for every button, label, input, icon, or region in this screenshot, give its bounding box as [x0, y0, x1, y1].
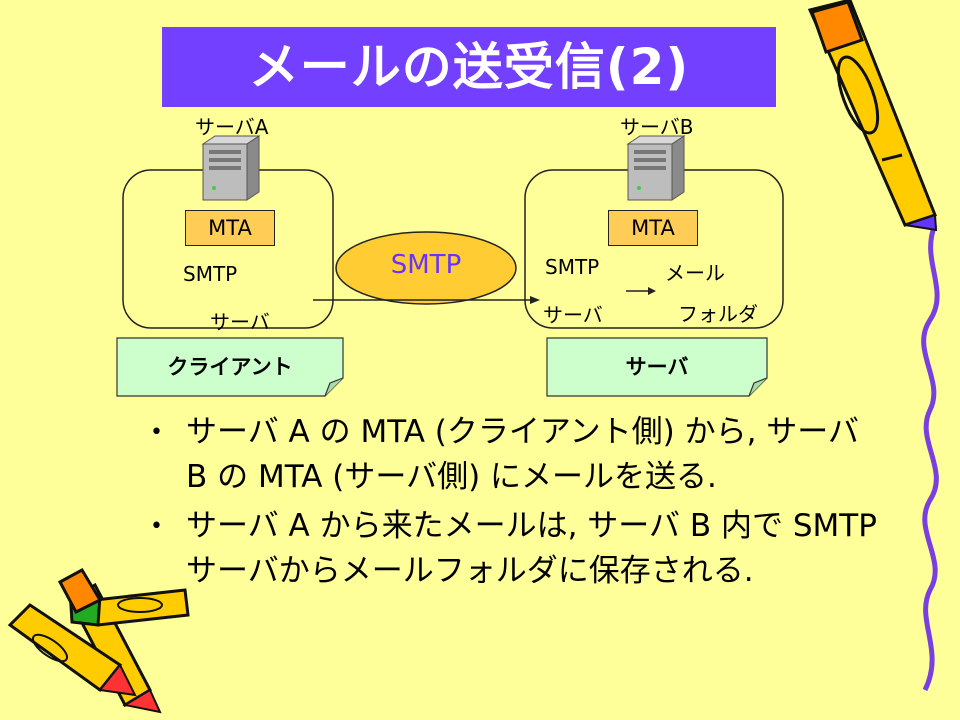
title-bar [162, 27, 776, 107]
server-label-b: サーバ [543, 303, 603, 327]
crayon-icon [807, 0, 938, 232]
server-tower-icon [626, 135, 686, 201]
page-title: メールの送受信(2) [248, 38, 690, 96]
server-b-label: サーバB [620, 115, 694, 139]
bullet-dot-icon: • [150, 420, 163, 445]
decorative-squiggle [921, 224, 940, 692]
client-note-label: クライアント [167, 355, 293, 379]
smtp-label-b: SMTP [545, 255, 600, 279]
mta-box-a: MTA [185, 210, 275, 246]
mta-box-b: MTA [608, 210, 698, 246]
server-label-a: サーバ [210, 310, 270, 334]
server-a-label: サーバA [195, 115, 269, 139]
server-tower-icon [201, 135, 261, 201]
crayon-bundle-icon [7, 567, 190, 714]
list-item: • サーバ A から来たメールは, サーバ B 内で SMTP サーバからメール… [150, 504, 890, 594]
bullet-dot-icon: • [150, 514, 163, 539]
smtp-protocol-ellipse [335, 231, 517, 305]
smtp-center-label: SMTP [390, 250, 462, 280]
smtp-label-a: SMTP [183, 262, 238, 286]
server-note-label: サーバ [625, 355, 689, 379]
mail-label: メール [665, 261, 725, 285]
folder-label: フォルダ [678, 302, 758, 326]
list-item: • サーバ A の MTA (クライアント側) から, サーバ B の MTA … [150, 410, 890, 500]
bullet-list: • サーバ A の MTA (クライアント側) から, サーバ B の MTA … [150, 410, 890, 598]
